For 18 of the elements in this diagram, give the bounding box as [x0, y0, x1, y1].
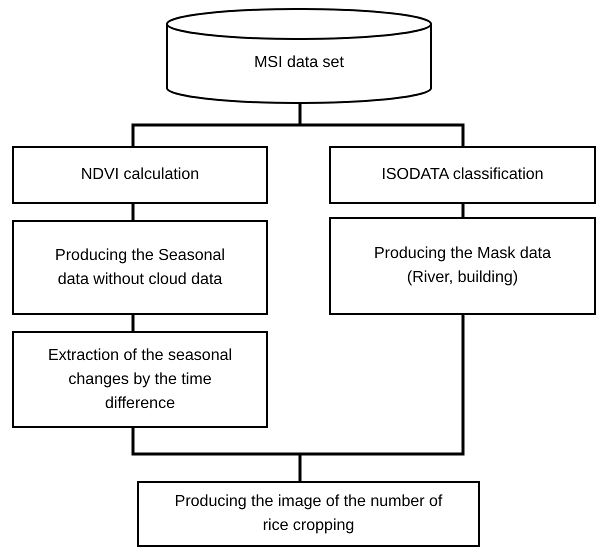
process-box: [12, 331, 268, 428]
process-box: [137, 481, 480, 547]
box-label: Producing the Mask data (River, building): [373, 244, 552, 288]
box-label: Producing the image of the number of rice cropping: [174, 492, 444, 536]
process-box: [12, 220, 268, 315]
process-box: [329, 217, 596, 315]
process-box: [12, 146, 268, 204]
connector-line: [132, 315, 134, 331]
connector-line: [298, 315, 464, 481]
database-cylinder: [166, 8, 432, 104]
connector-line: [462, 204, 464, 217]
box-label: MSI data set: [253, 53, 345, 73]
box-label: Extraction of the seasonal changes by the time difference: [46, 346, 234, 414]
connector-line: [132, 204, 134, 220]
process-box: [329, 146, 596, 204]
box-label: ISODATA classification: [380, 165, 545, 185]
box-label: NDVI calculation: [80, 165, 200, 185]
box-label: Producing the Seasonal data without cloud data: [54, 246, 226, 290]
